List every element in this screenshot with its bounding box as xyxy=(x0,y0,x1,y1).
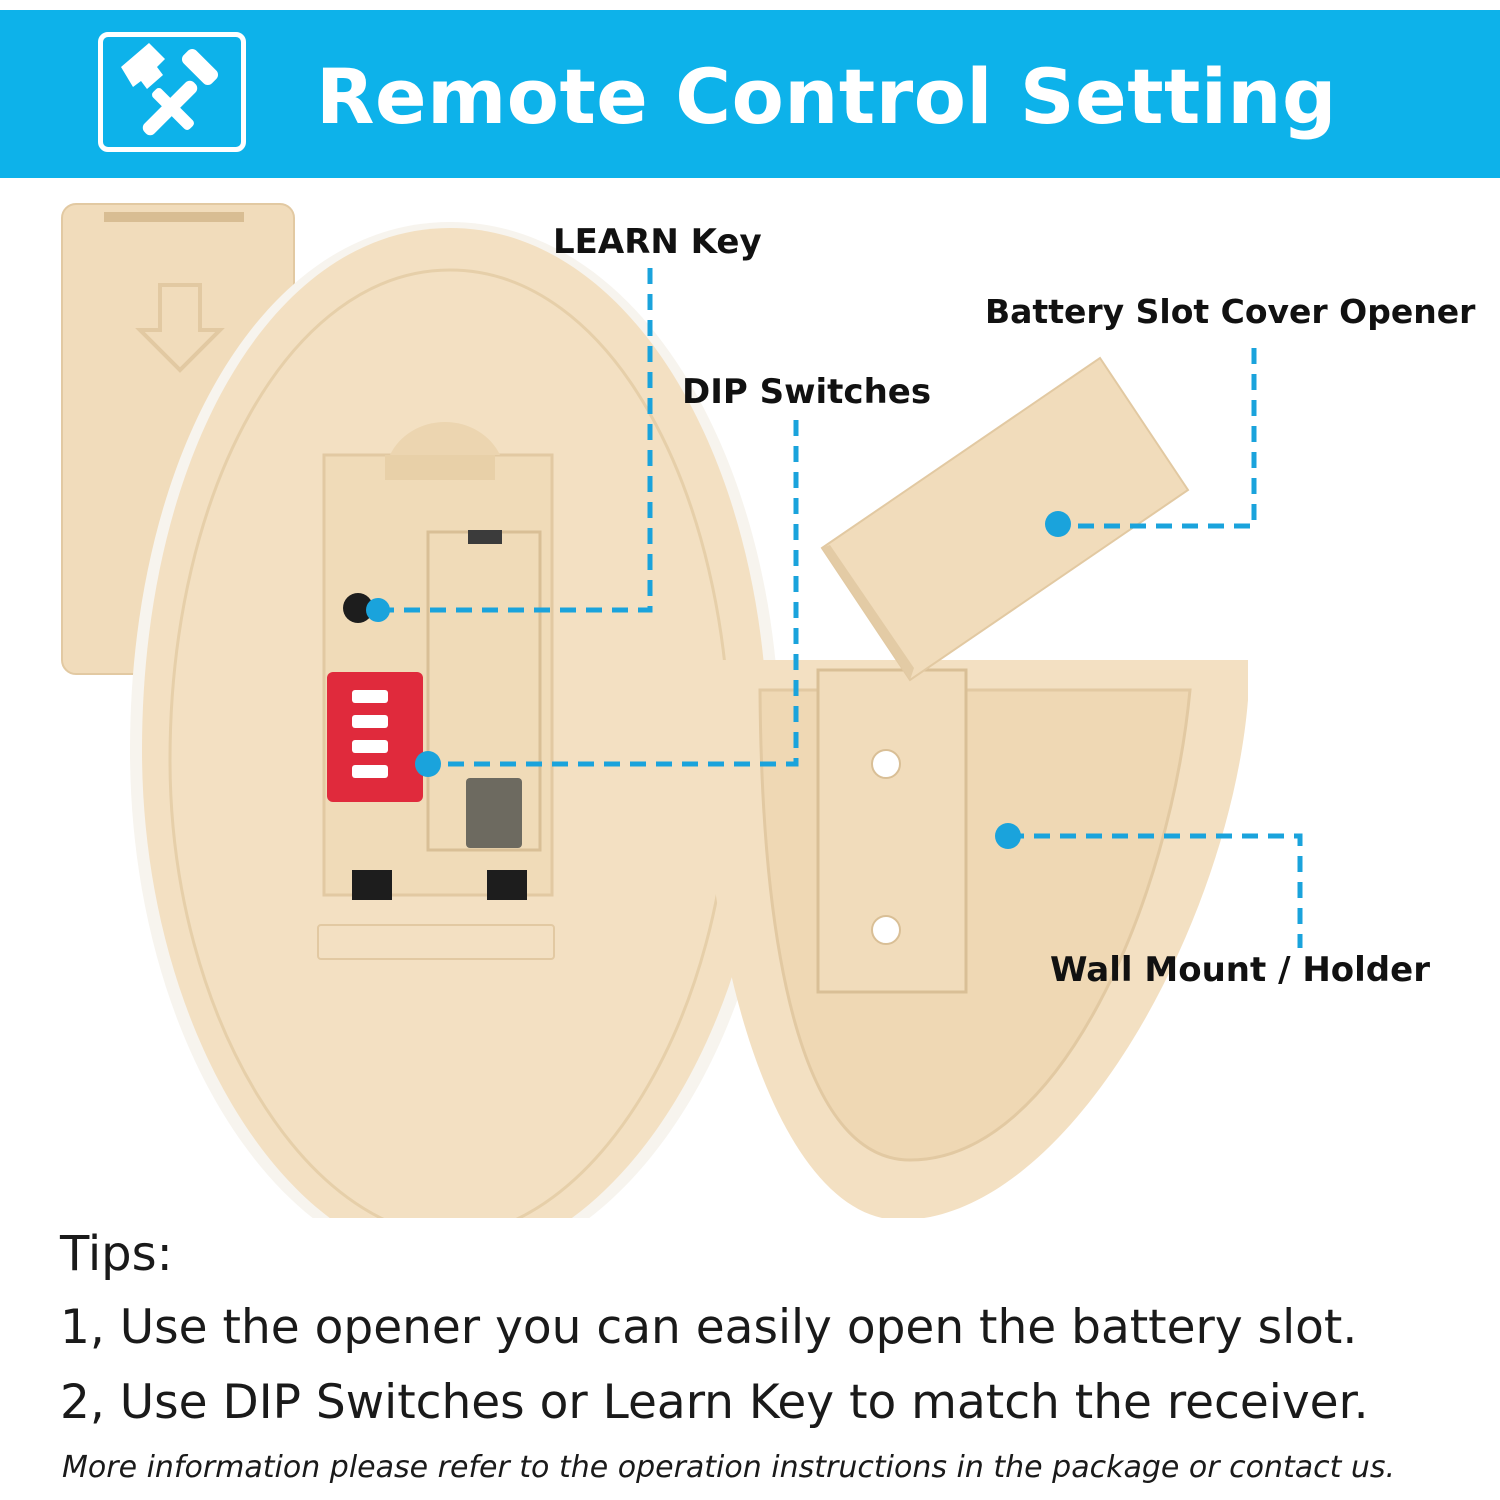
dip-switch-block[interactable] xyxy=(327,672,423,802)
callout-dots xyxy=(366,511,1071,849)
dip-switches-label: DIP Switches xyxy=(682,372,932,412)
tips-title: Tips: xyxy=(60,1226,173,1282)
callout-lines xyxy=(378,268,1303,948)
learn-key-label: LEARN Key xyxy=(553,222,762,262)
tip-item-1: 1, Use the opener you can easily open th… xyxy=(60,1300,1358,1355)
header-banner: Remote Control Setting xyxy=(0,10,1500,178)
wall-mount-holder xyxy=(700,660,1248,1218)
page-title: Remote Control Setting xyxy=(316,52,1337,141)
remote-control-body xyxy=(130,222,780,1218)
footnote: More information please refer to the ope… xyxy=(62,1450,1396,1485)
wall-mount-label: Wall Mount / Holder xyxy=(1050,950,1430,990)
product-illustration xyxy=(61,203,1303,1218)
battery-slot-cover-opener xyxy=(820,356,1190,682)
battery-opener-label: Battery Slot Cover Opener xyxy=(985,292,1476,331)
hammer-screwdriver-icon xyxy=(98,32,246,152)
learn-key[interactable] xyxy=(343,593,373,623)
tip-item-2: 2, Use DIP Switches or Learn Key to matc… xyxy=(60,1375,1369,1430)
